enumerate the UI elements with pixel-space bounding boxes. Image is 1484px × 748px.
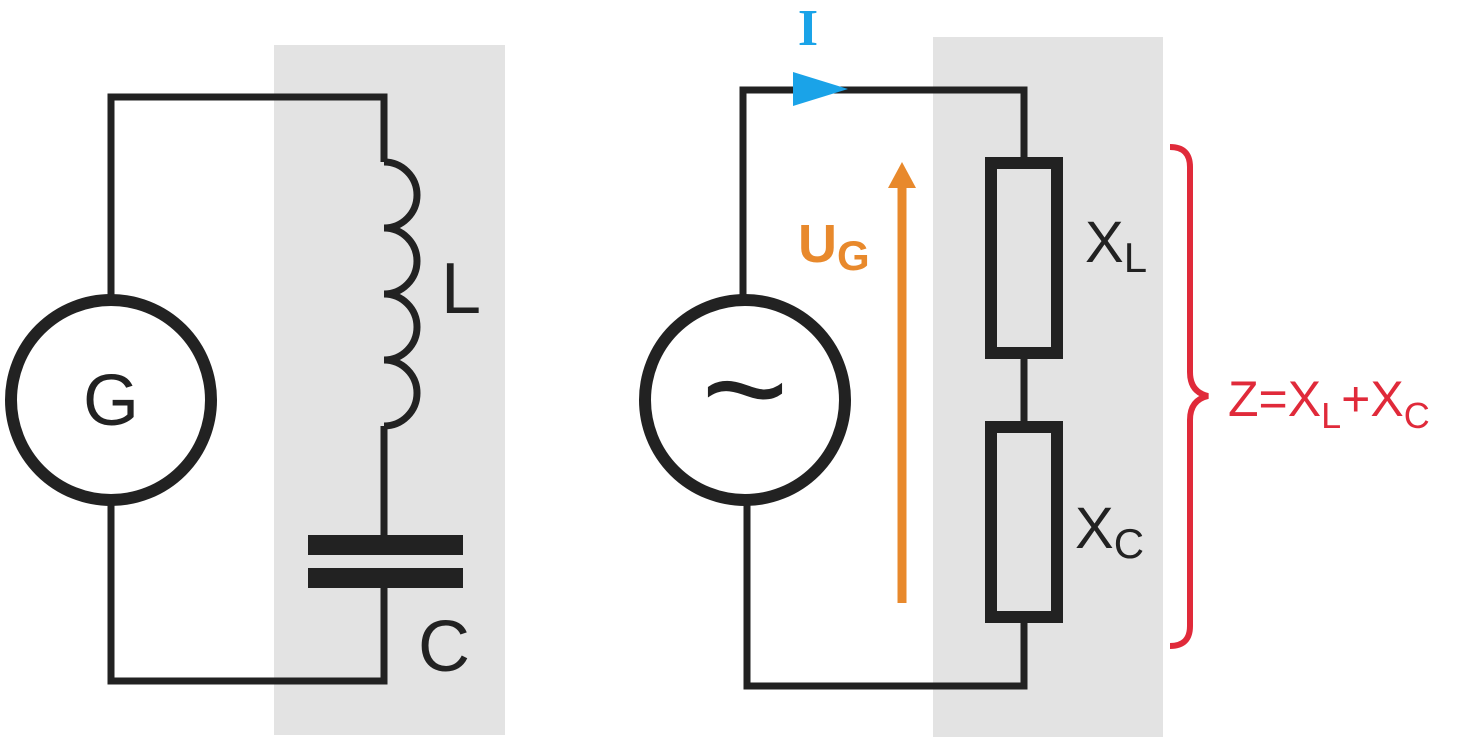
generator-circle xyxy=(5,294,217,506)
formula-eq: = xyxy=(1259,371,1288,427)
xc-label-sub: C xyxy=(1114,520,1144,567)
formula-t2-main: X xyxy=(1370,371,1403,427)
formula-lhs: Z xyxy=(1228,371,1259,427)
voltage-arrow xyxy=(888,162,916,603)
capacitor-plate-bottom xyxy=(308,568,463,588)
formula-t1-sub: L xyxy=(1321,395,1341,436)
xl-resistor-box xyxy=(985,157,1063,359)
right-top-wire xyxy=(739,86,1028,296)
inductor-coil xyxy=(383,158,421,430)
right-bottom-wire xyxy=(743,505,1028,690)
left-top-wire xyxy=(107,93,388,296)
generator-symbol: G xyxy=(83,361,139,441)
voltage-label-sub: G xyxy=(837,232,870,279)
xl-label: XL xyxy=(1085,210,1147,281)
voltage-label-main: U xyxy=(798,214,837,274)
left-circuit xyxy=(5,93,421,685)
xc-label: XC xyxy=(1075,496,1144,567)
right-circuit xyxy=(639,86,1063,690)
capacitor-label: C xyxy=(418,607,470,687)
capacitor xyxy=(308,535,463,588)
voltage-label: UG xyxy=(798,214,870,279)
left-load-shade xyxy=(274,45,505,735)
impedance-brace xyxy=(1169,144,1209,649)
inductor-label: L xyxy=(441,249,481,329)
xl-label-sub: L xyxy=(1124,234,1147,281)
source-symbol: ~ xyxy=(701,304,789,472)
right-load-shade xyxy=(933,37,1163,737)
xc-resistor-box xyxy=(985,421,1063,623)
xc-label-main: X xyxy=(1075,496,1114,561)
left-bottom-wire xyxy=(107,505,388,685)
impedance-formula: Z=XL+XC xyxy=(1228,371,1430,436)
xl-label-main: X xyxy=(1085,210,1124,275)
formula-t1-main: X xyxy=(1288,371,1321,427)
current-label: I xyxy=(798,0,818,57)
formula-t2-sub: C xyxy=(1404,395,1430,436)
current-arrow xyxy=(793,72,848,106)
capacitor-plate-top xyxy=(308,535,463,555)
ac-source-circle xyxy=(639,294,851,506)
formula-plus: + xyxy=(1341,371,1370,427)
